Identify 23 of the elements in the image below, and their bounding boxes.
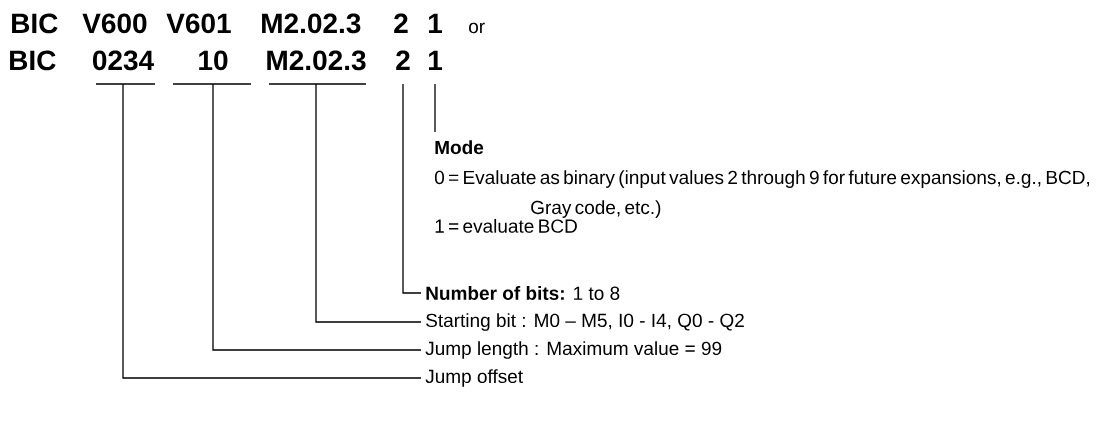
mode-description: Mode 0 = Evaluate as binary (input values 2 through 9 for future expansions, e.g., BCD, Gray code, etc.) 1 = evaluate BCD: [434, 140, 1089, 233]
code-token: V600: [82, 13, 147, 34]
description-text: Starting bit : M0 – M5, I0 - I4, Q0 - Q2: [426, 313, 744, 331]
connector-word: or: [469, 22, 485, 34]
leader-line: [315, 83, 422, 323]
code-field: 2: [396, 50, 410, 70]
code-token: V601: [166, 13, 231, 34]
code-field: 0234: [92, 50, 154, 71]
code-field: 1: [429, 50, 442, 70]
code-token: 2: [394, 13, 408, 33]
leader-line: [402, 83, 422, 294]
description-text: Jump offset: [425, 369, 523, 387]
code-field: M2.02.3: [267, 50, 366, 71]
leader-line: [122, 83, 422, 379]
code-token: BIC: [10, 50, 56, 71]
code-field: 10: [199, 50, 228, 71]
description-text: Jump length : Maximum value = 99: [425, 341, 722, 359]
code-token: BIC: [12, 13, 58, 34]
code-token: M2.02.3: [262, 13, 361, 34]
description-text: Number of bits: 1 to 8: [426, 286, 620, 300]
leader-line: [434, 83, 436, 133]
leader-line: [212, 83, 422, 351]
code-token: 1: [428, 13, 442, 33]
